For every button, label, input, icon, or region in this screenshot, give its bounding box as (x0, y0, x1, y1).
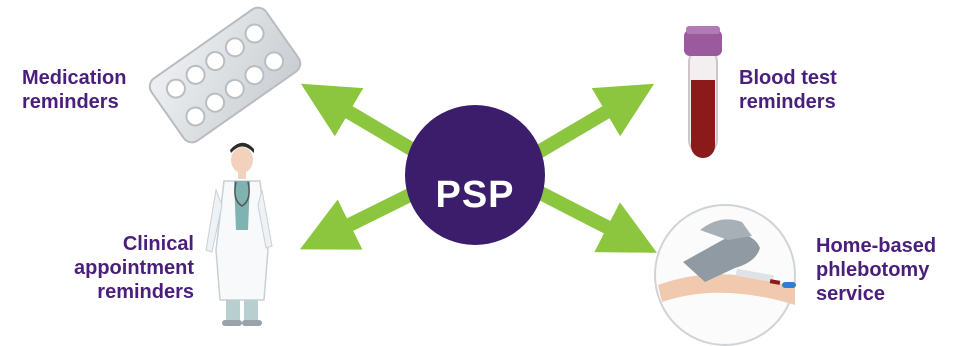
psp-hub-label: PSP (435, 173, 515, 216)
arrow-to-blood-test (521, 83, 655, 167)
arrow-to-phlebotomy (521, 178, 657, 253)
pill-blister-icon (148, 6, 302, 144)
clinical-appointment-reminders-label: Clinical appointment reminders (74, 233, 194, 303)
medication-reminders-label: Medication reminders (22, 67, 127, 113)
doctor-icon (205, 142, 273, 326)
phlebotomy-service-label: Home-based phlebotomy service (816, 235, 937, 305)
blood-tube-icon (684, 26, 722, 158)
blood-test-reminders-label: Blood test reminders (739, 67, 837, 113)
psp-hub-circle (405, 105, 545, 245)
blood-draw-icon (654, 204, 796, 346)
